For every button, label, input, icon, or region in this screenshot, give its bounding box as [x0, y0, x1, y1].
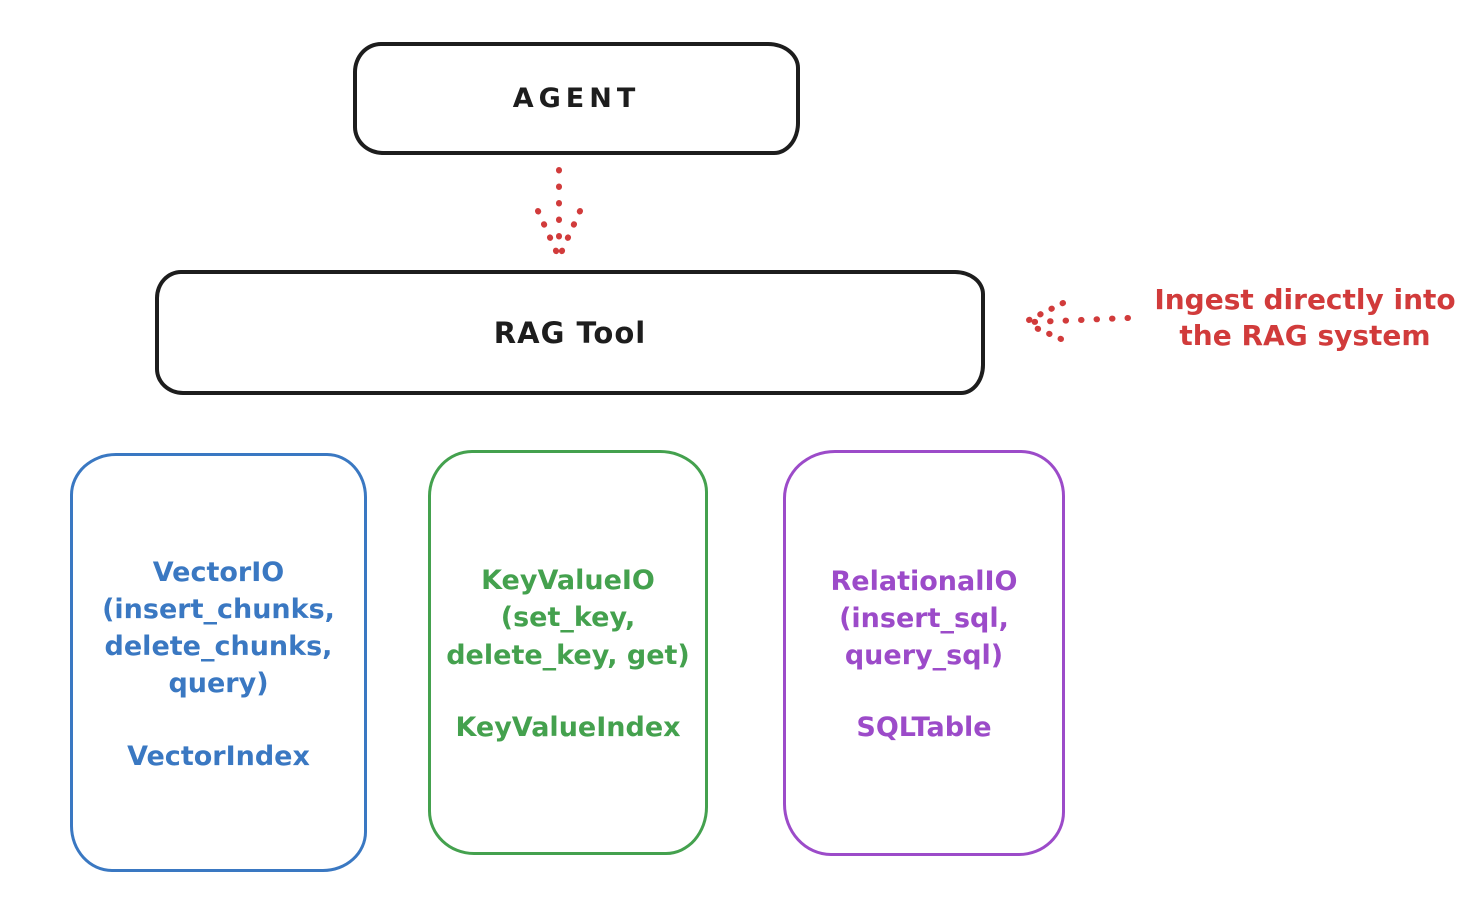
- relational-io-methods-label: RelationalIO (insert_sql, query_sql): [830, 565, 1018, 672]
- vector-index-label: VectorIndex: [127, 740, 310, 772]
- keyvalue-index-label: KeyValueIndex: [455, 711, 681, 743]
- vector-io-box: VectorIO (insert_chunks, delete_chunks, …: [70, 453, 367, 872]
- relational-io-box: RelationalIO (insert_sql, query_sql) SQL…: [783, 450, 1065, 856]
- sql-table-label: SQLTable: [856, 712, 992, 744]
- rag-tool-box-label: RAG Tool: [493, 315, 647, 350]
- agent-box-label: AGENT: [512, 83, 641, 114]
- vector-io-methods-label: VectorIO (insert_chunks, delete_chunks, …: [102, 556, 335, 700]
- dotted-left-arrow-icon: [1024, 300, 1131, 342]
- ingest-annotation: Ingest directly into the RAG system: [1154, 283, 1456, 353]
- dotted-down-arrow-icon: [535, 167, 583, 256]
- rag-tool-box: RAG Tool: [155, 270, 985, 395]
- keyvalue-io-methods-label: KeyValueIO (set_key, delete_key, get): [446, 565, 690, 671]
- agent-box: AGENT: [353, 42, 800, 155]
- keyvalue-io-box: KeyValueIO (set_key, delete_key, get) Ke…: [428, 450, 708, 855]
